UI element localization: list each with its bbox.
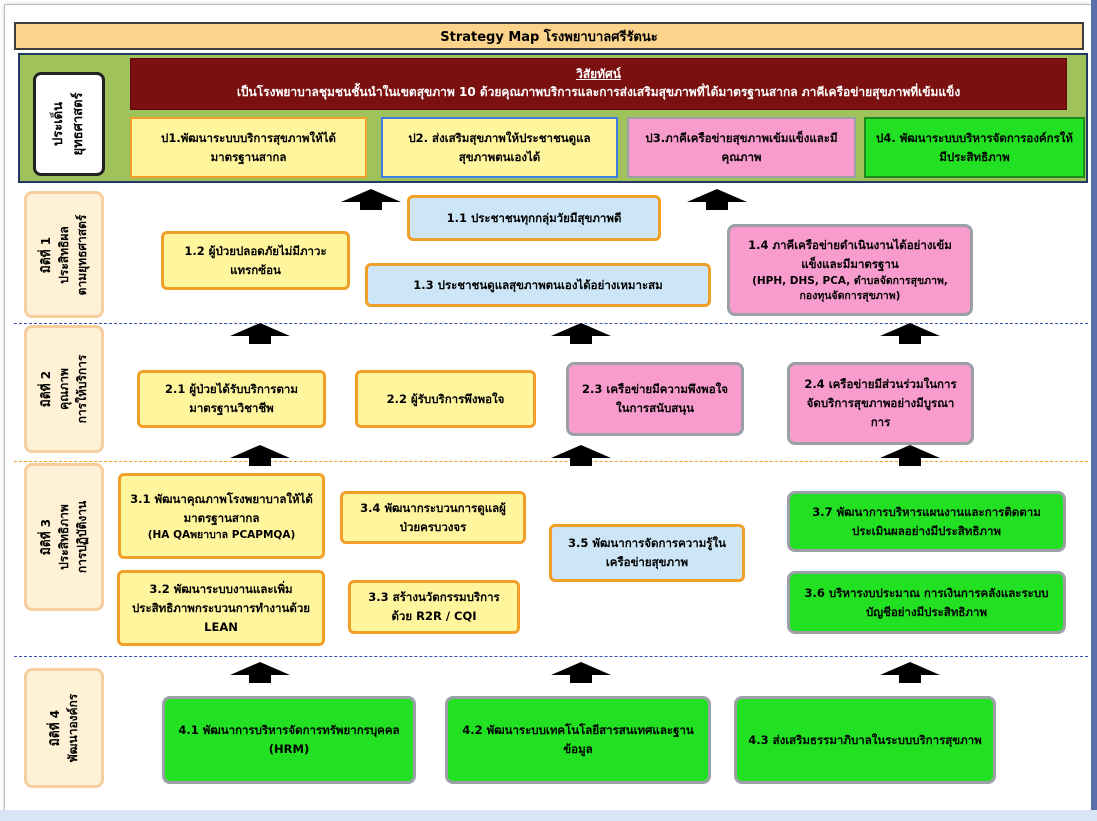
- dimension-4-line1: มิติที่ 4: [48, 709, 62, 747]
- objective-2-4: 2.4 เครือข่ายมีส่วนร่วมในการจัดบริการสุข…: [787, 362, 974, 445]
- objective-2-3: 2.3 เครือข่ายมีความพึงพอใจในการสนับสนุน: [566, 362, 744, 436]
- strategic-issue-2: ป2. ส่งเสริมสุขภาพให้ประชาชนดูแลสุขภาพตน…: [381, 117, 618, 178]
- objective-3-7: 3.7 พัฒนาการบริหารแผนงานและการติดตามประเ…: [787, 491, 1066, 552]
- dimension-4-line2: พัฒนาองค์กร: [66, 693, 80, 763]
- dimension-1-line1: มิติที่ 1: [39, 236, 53, 273]
- dimension-2-line3: การให้บริการ: [75, 354, 89, 424]
- dimension-3-label: มิติที่ 3 ประสิทธิภาพ การปฏิบัติงาน: [24, 463, 104, 611]
- bottom-band: [0, 810, 1097, 821]
- dimension-2-line1: มิติที่ 2: [39, 370, 53, 408]
- dimension-2-label: มิติที่ 2 คุณภาพ การให้บริการ: [24, 325, 104, 453]
- objective-3-5: 3.5 พัฒนาการจัดการความรู้ในเครือข่ายสุขภ…: [549, 524, 745, 582]
- objective-3-2: 3.2 พัฒนาระบบงานและเพิ่มประสิทธิภาพกระบว…: [117, 570, 325, 646]
- objective-4-2: 4.2 พัฒนาระบบเทคโนโลยีสารสนเทศและฐานข้อม…: [445, 696, 711, 784]
- vision-box: วิสัยทัศน์ เป็นโรงพยาบาลชุมชนชั้นนำในเขต…: [130, 58, 1067, 110]
- dimension-3-line3: การปฏิบัติงาน: [75, 500, 89, 574]
- strategic-issue-label: ประเด็น ยุทธศาสตร์: [33, 72, 105, 176]
- dimension-1-line2: ประสิทธิผล: [57, 225, 71, 284]
- strategic-issue-3: ป3.ภาคีเครือข่ายสุขภาพเข้มแข็งและมีคุณภา…: [627, 117, 856, 178]
- page-title: Strategy Map โรงพยาบาลศรีรัตนะ: [14, 22, 1084, 50]
- dimension-4-label: มิติที่ 4 พัฒนาองค์กร: [24, 668, 104, 788]
- objective-1-2: 1.2 ผู้ป่วยปลอดภัยไม่มีภาวะแทรกซ้อน: [161, 231, 350, 290]
- objective-3-3: 3.3 สร้างนวัตกรรมบริการด้วย R2R / CQI: [348, 580, 520, 634]
- dimension-3-line1: มิติที่ 3: [39, 518, 53, 556]
- vision-heading: วิสัยทัศน์: [576, 67, 621, 81]
- objective-3-1-text: 3.1 พัฒนาคุณภาพโรงพยาบาลให้ได้มาตรฐานสาก…: [130, 491, 313, 525]
- objective-1-4-text: 1.4 ภาคีเครือข่ายดำเนินงานได้อย่างเข้มแข…: [748, 238, 952, 271]
- dimension-1-line3: ตามยุทธศาสตร์: [75, 214, 89, 295]
- divider-2: [14, 461, 1088, 462]
- slide-edge: [1091, 0, 1097, 821]
- strategic-issue-1: ป1.พัฒนาระบบบริการสุขภาพให้ได้มาตรฐานสาก…: [130, 117, 367, 178]
- dimension-2-line2: คุณภาพ: [57, 368, 71, 410]
- objective-2-1: 2.1 ผู้ป่วยได้รับบริการตามมาตรฐานวิชาชีพ: [137, 370, 326, 428]
- objective-1-3: 1.3 ประชาชนดูแลสุขภาพตนเองได้อย่างเหมาะส…: [365, 263, 711, 307]
- strategic-issue-label-line2: ยุทธศาสตร์: [71, 92, 86, 156]
- objective-1-4-detail: (HPH, DHS, PCA, ตำบลจัดการสุขภาพ, กองทุน…: [752, 275, 948, 302]
- strategic-issue-4: ป4. พัฒนาระบบบริหารจัดการองค์กรให้มีประส…: [864, 117, 1085, 178]
- objective-3-6: 3.6 บริหารงบประมาณ การเงินการคลังและระบบ…: [787, 571, 1066, 634]
- objective-1-1: 1.1 ประชาชนทุกกลุ่มวัยมีสุขภาพดี: [407, 195, 661, 241]
- divider-3: [14, 656, 1088, 657]
- objective-3-1-detail: (HA QAพยาบาล PCAPMQA): [147, 528, 296, 541]
- objective-3-1: 3.1 พัฒนาคุณภาพโรงพยาบาลให้ได้มาตรฐานสาก…: [118, 473, 325, 559]
- dimension-1-label: มิติที่ 1 ประสิทธิผล ตามยุทธศาสตร์: [24, 191, 104, 318]
- objective-1-4: 1.4 ภาคีเครือข่ายดำเนินงานได้อย่างเข้มแข…: [727, 224, 973, 316]
- objective-4-3: 4.3 ส่งเสริมธรรมาภิบาลในระบบบริการสุขภาพ: [734, 696, 996, 784]
- objective-2-2: 2.2 ผู้รับบริการพึงพอใจ: [355, 370, 536, 428]
- objective-3-4: 3.4 พัฒนากระบวนการดูแลผู้ป่วยครบวงจร: [340, 491, 526, 544]
- vision-text: เป็นโรงพยาบาลชุมชนชั้นนำในเขตสุขภาพ 10 ด…: [236, 85, 961, 99]
- strategic-issue-label-line1: ประเด็น: [51, 102, 66, 147]
- dimension-3-line2: ประสิทธิภาพ: [57, 504, 71, 570]
- objective-4-1: 4.1 พัฒนาการบริหารจัดการทรัพยากรบุคคล (H…: [162, 696, 416, 784]
